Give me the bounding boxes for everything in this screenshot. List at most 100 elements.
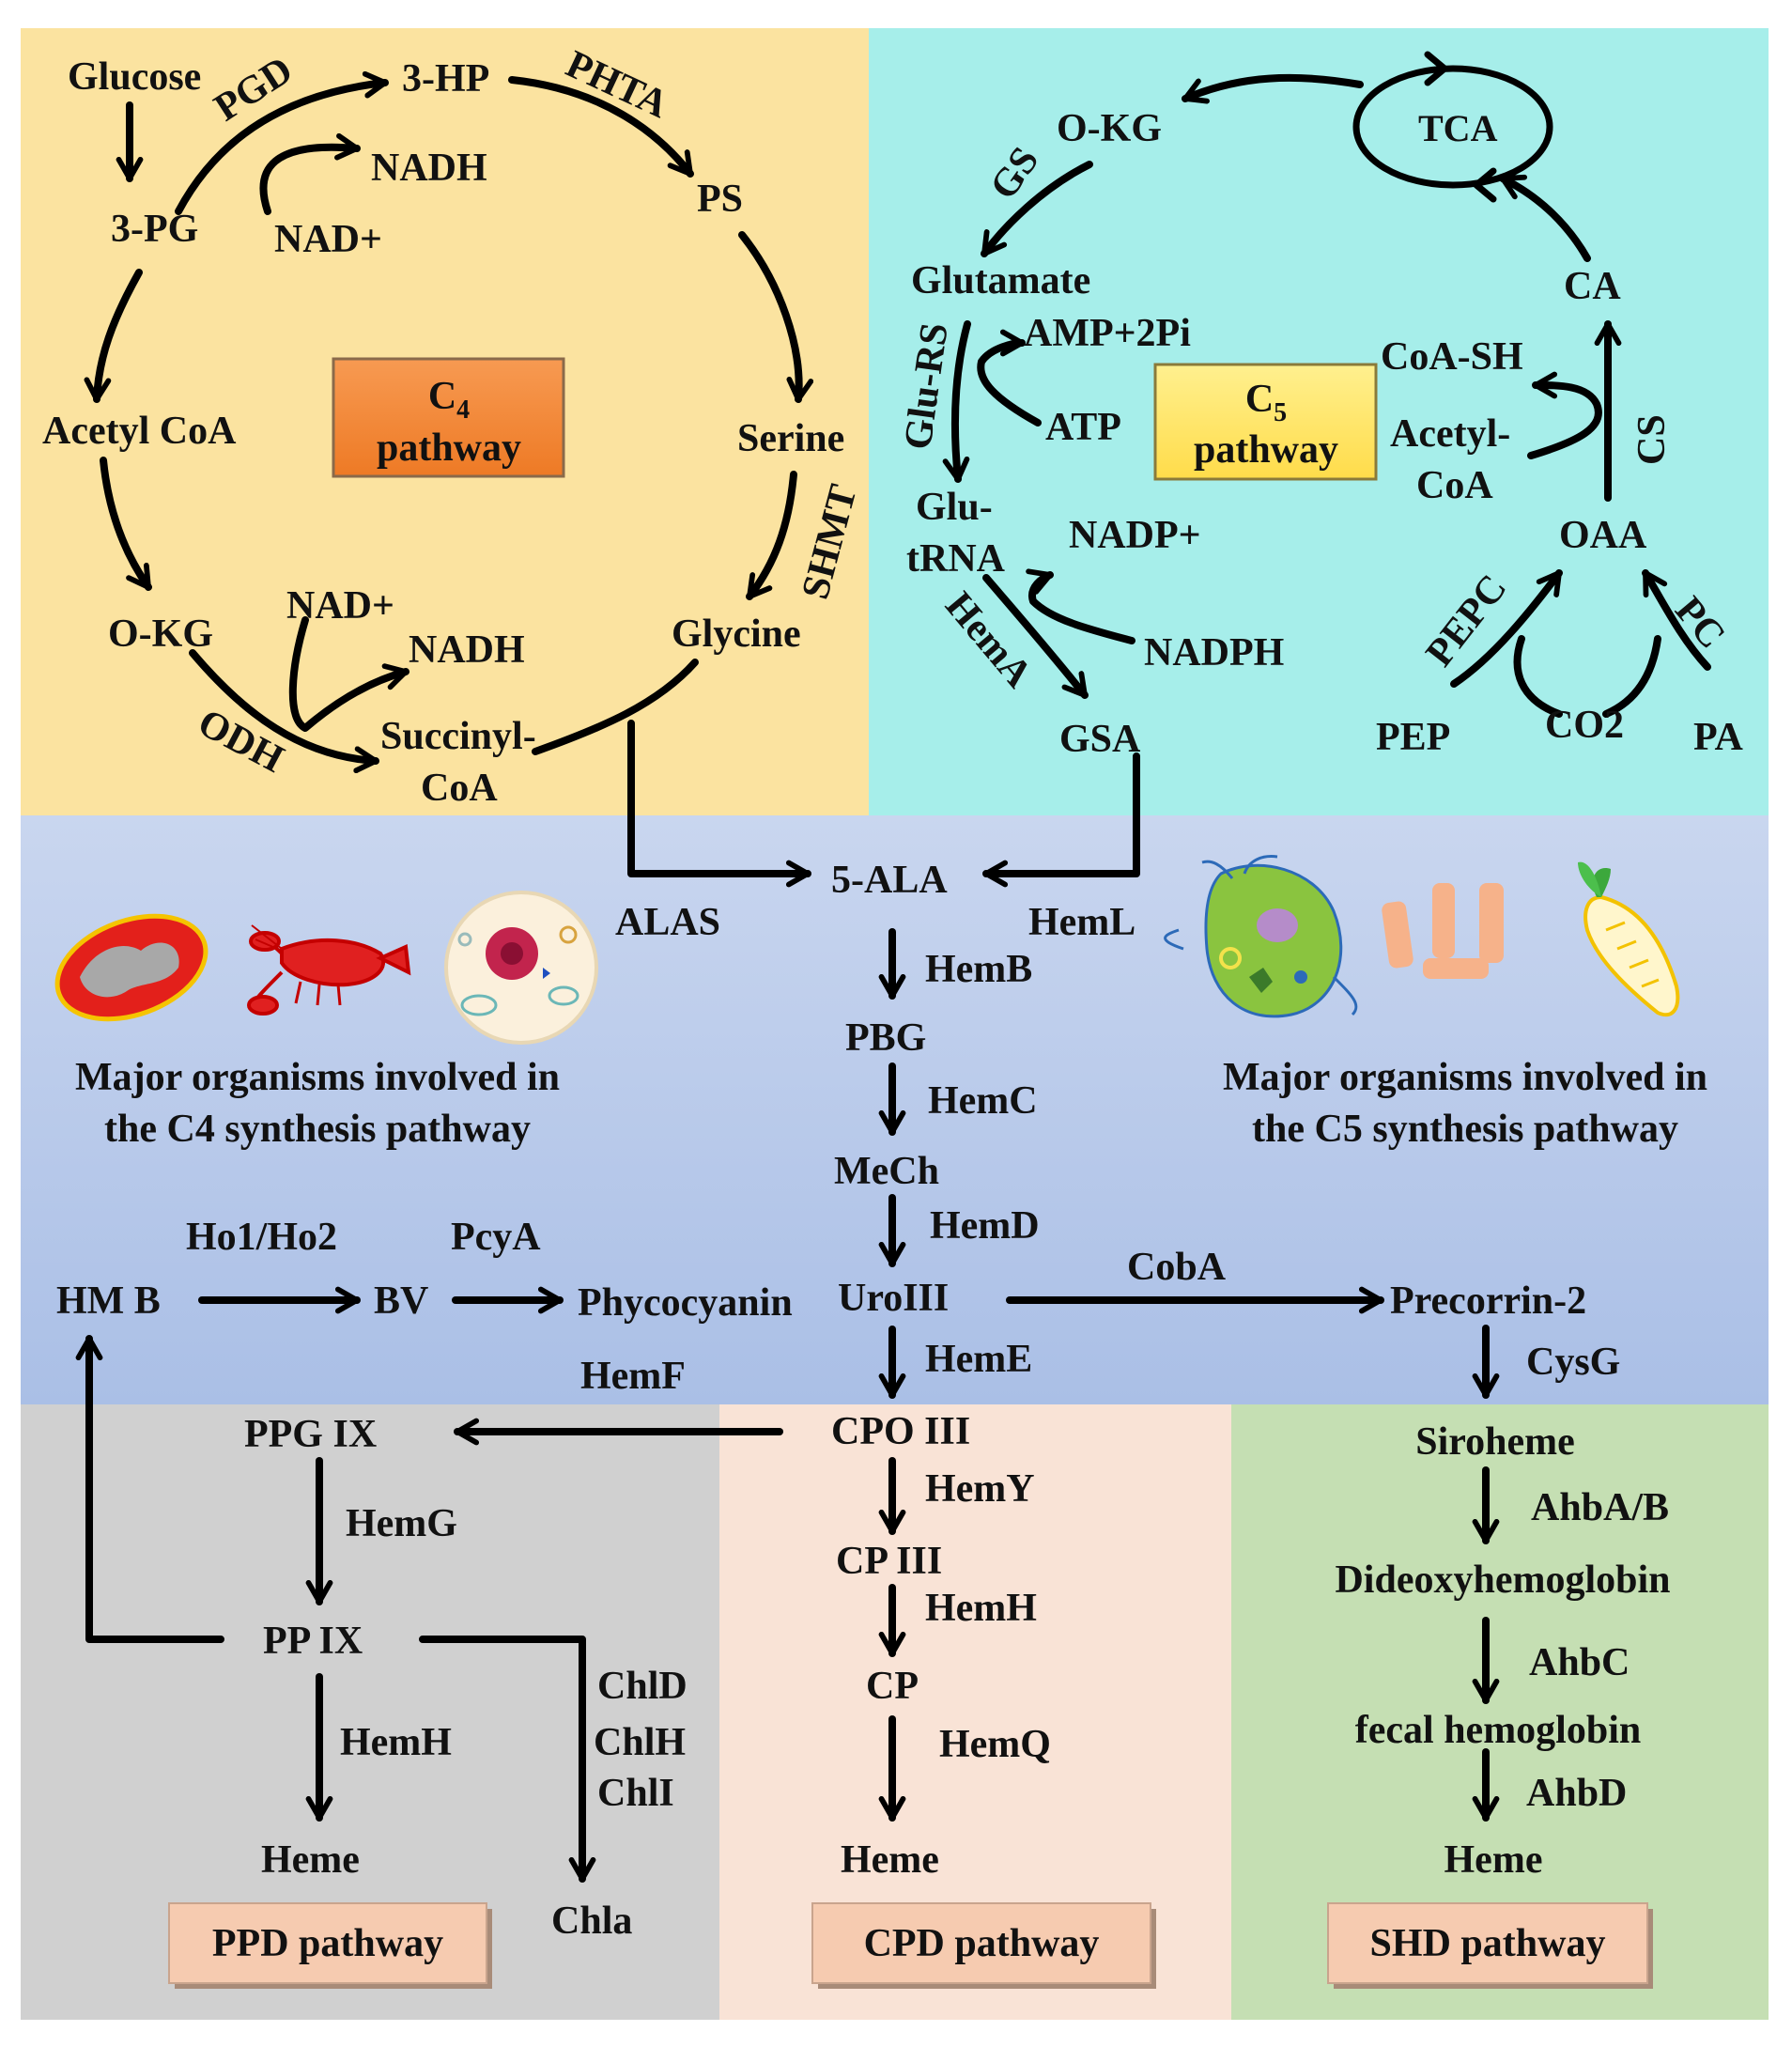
arrow-3hp-ps: [508, 76, 694, 178]
node-hmb: HM B: [56, 1279, 161, 1323]
shd-pathway-box: SHD pathway: [1327, 1902, 1653, 1989]
arrows: [75, 70, 1711, 1883]
node-cpo-iii: CPO III: [831, 1410, 970, 1453]
node-serine: Serine: [737, 417, 844, 460]
node-oaa: OAA: [1559, 514, 1647, 557]
node-acetyl-coa: Acetyl CoA: [42, 410, 237, 453]
enzyme-heml: HemL: [1028, 901, 1135, 944]
c5-labels: O-KG TCA Glutamate AMP+2Pi ATP Glu- tRNA…: [896, 107, 1743, 761]
c5-organisms-caption-line1: Major organisms involved in: [1223, 1056, 1707, 1099]
enzyme-cysg: CysG: [1526, 1341, 1620, 1384]
c4-organisms: [54, 891, 598, 1045]
enzyme-chli: ChlI: [597, 1772, 674, 1815]
node-nadh2: NADH: [409, 628, 525, 672]
arrow-co2-pc: [1602, 635, 1661, 718]
node-succinyl-line2: CoA: [421, 767, 498, 810]
arrow-pa-oaa: [1642, 569, 1711, 671]
node-precorrin: Precorrin-2: [1390, 1279, 1586, 1323]
arrow-pp-chla: [419, 1636, 596, 1883]
ppd-pathway-box-bg: [168, 1902, 487, 1984]
cpd-pathway-box: CPD pathway: [811, 1902, 1156, 1989]
c4-box-title: C4: [428, 375, 470, 425]
c5-organisms: [1164, 855, 1680, 1018]
node-pp-ix: PP IX: [263, 1620, 363, 1663]
carrot-icon: [1578, 861, 1680, 1017]
node-glu-trna-line2: tRNA: [906, 537, 1006, 581]
c4-pathway-box-bg: [332, 357, 565, 478]
c5-organisms-caption-line2: the C5 synthesis pathway: [1252, 1108, 1678, 1151]
node-cp: CP: [866, 1665, 919, 1708]
arrow-3pg-acetyl: [84, 269, 143, 403]
node-cp-iii: CP III: [836, 1540, 942, 1583]
ppd-pathway-box: PPD pathway: [168, 1902, 492, 1989]
arrow-glycine-succinyl: [532, 659, 699, 755]
enzyme-ho: Ho1/Ho2: [186, 1216, 337, 1259]
arrow-glutrna-gsa: [982, 574, 1089, 699]
bacteria-rods-icon: [1382, 883, 1504, 979]
node-ps: PS: [697, 178, 743, 221]
node-pbg: PBG: [845, 1016, 926, 1060]
node-nad1: NAD+: [274, 218, 382, 261]
arrow-3pg-3hp: [175, 70, 389, 215]
node-pep: PEP: [1376, 716, 1450, 759]
node-5-ala: 5-ALA: [831, 859, 948, 902]
node-dideoxyhemoglobin: Dideoxyhemoglobin: [1335, 1559, 1670, 1602]
node-uroiii: UroIII: [838, 1277, 949, 1320]
enzyme-ahbab: AhbA/B: [1531, 1486, 1669, 1529]
node-glucose: Glucose: [68, 55, 201, 99]
node-ca: CA: [1564, 265, 1621, 308]
algae-cell-icon: [1164, 855, 1358, 1018]
c4-organisms-caption-line1: Major organisms involved in: [75, 1056, 560, 1099]
enzyme-heme: HemE: [925, 1338, 1032, 1381]
c5-pathway-box: C5 pathway: [1153, 363, 1378, 481]
node-shd-heme: Heme: [1444, 1838, 1543, 1882]
node-coa-sh: CoA-SH: [1381, 335, 1523, 379]
enzyme-hemg: HemG: [346, 1502, 457, 1545]
crayfish-icon: [247, 924, 411, 1016]
enzyme-coba: CobA: [1127, 1246, 1227, 1289]
arrow-tca-okg: [1182, 73, 1364, 104]
cpd-pathway-box-bg: [811, 1902, 1151, 1984]
node-acetyl-line2: CoA: [1416, 464, 1493, 507]
node-3pg: 3-PG: [111, 208, 198, 251]
arrow-pep-oaa: [1450, 569, 1563, 688]
node-cpd-heme: Heme: [841, 1838, 939, 1882]
node-amp: AMP+2Pi: [1024, 312, 1191, 355]
node-c5-okg: O-KG: [1057, 107, 1162, 150]
enzyme-hemf: HemF: [580, 1355, 686, 1398]
arrow-co2-pepc: [1513, 635, 1563, 718]
enzyme-hemc: HemC: [928, 1079, 1038, 1123]
cpd-labels: HemY CP III HemH CP HemQ Heme: [836, 1467, 1051, 1882]
node-pa: PA: [1693, 716, 1744, 759]
c4-pathway-box: C4 pathway: [332, 357, 565, 478]
enzyme-cpd-hemh: HemH: [925, 1587, 1037, 1630]
enzyme-hemd: HemD: [930, 1204, 1040, 1248]
tca-cycle: [1352, 65, 1553, 189]
arrow-c4-ala: [627, 720, 811, 888]
node-3hp: 3-HP: [402, 57, 489, 101]
middle-labels: 5-ALA ALAS HemL HemB PBG HemC MeCh HemD …: [56, 859, 1707, 1398]
arrow-nad-nadh1: [259, 132, 361, 215]
c5-box-title: C5: [1245, 378, 1287, 427]
arrow-nadph-nadp: [1026, 568, 1135, 644]
arrow-ca-tca: [1499, 174, 1591, 262]
node-siroheme: Siroheme: [1415, 1420, 1575, 1464]
tca-cycle-arrowhead-bottom: [1473, 167, 1497, 203]
arrow-gsa-ala: [982, 752, 1140, 888]
arrow-atp-amp: [977, 329, 1042, 426]
node-chla: Chla: [551, 1900, 632, 1943]
node-nadp: NADP+: [1069, 514, 1201, 557]
enzyme-ahbd: AhbD: [1526, 1772, 1627, 1815]
enzyme-ahbc: AhbC: [1529, 1641, 1630, 1684]
animal-cell-icon: [444, 891, 598, 1045]
ppd-pathway-label: PPD pathway: [212, 1922, 443, 1965]
node-co2: CO2: [1545, 704, 1624, 747]
node-glutamate: Glutamate: [911, 259, 1090, 302]
shd-labels: Siroheme AhbA/B Dideoxyhemoglobin AhbC f…: [1335, 1420, 1670, 1882]
node-nadh1: NADH: [371, 147, 487, 190]
node-bv: BV: [374, 1279, 428, 1323]
node-ppd-heme: Heme: [261, 1838, 360, 1882]
node-okg: O-KG: [108, 613, 213, 656]
node-mech: MeCh: [834, 1150, 939, 1193]
